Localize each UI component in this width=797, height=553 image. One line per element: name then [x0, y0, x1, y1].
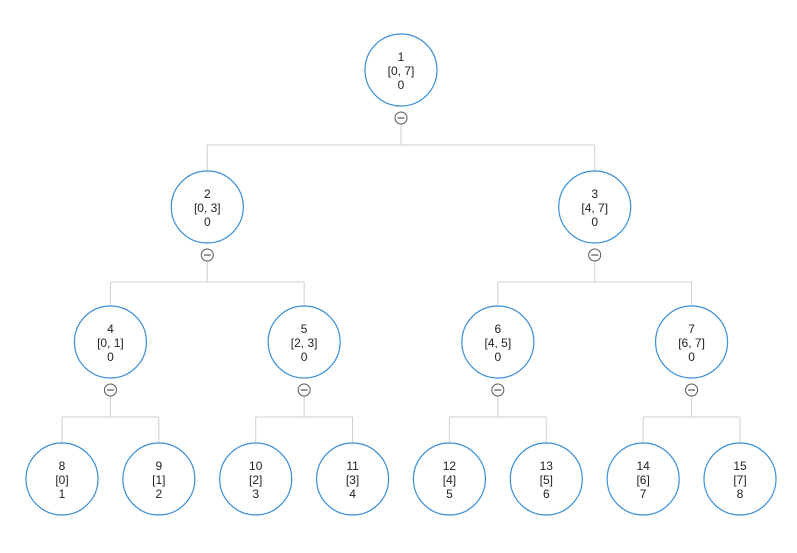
- tree-node-6[interactable]: 6[4, 5]0: [461, 305, 535, 379]
- tree-node-5[interactable]: 5[2, 3]0: [267, 305, 341, 379]
- node-circle: [267, 305, 341, 379]
- node-value-label: 0: [107, 350, 114, 364]
- node-range-label: [7]: [733, 473, 746, 487]
- tree-node-4[interactable]: 4[0, 1]0: [73, 305, 148, 379]
- node-value-label: 0: [591, 215, 598, 229]
- node-id-label: 8: [59, 459, 66, 473]
- collapse-toggle-1[interactable]: [394, 111, 408, 125]
- node-circle: [122, 442, 196, 516]
- node-id-label: 12: [443, 459, 457, 473]
- node-value-label: 0: [398, 78, 405, 92]
- node-range-label: [0, 7]: [388, 64, 415, 78]
- node-id-label: 9: [156, 459, 163, 473]
- node-value-label: 3: [252, 487, 259, 501]
- node-circle: [412, 442, 487, 516]
- node-circle: [703, 442, 777, 516]
- node-circle: [73, 305, 148, 379]
- node-id-label: 13: [540, 459, 554, 473]
- collapse-toggle-6[interactable]: [491, 383, 505, 397]
- collapse-toggle-2[interactable]: [200, 248, 214, 262]
- node-value-label: 6: [543, 487, 550, 501]
- node-range-label: [6]: [636, 473, 649, 487]
- collapse-toggle-7[interactable]: [685, 383, 699, 397]
- node-circle: [219, 442, 293, 516]
- node-range-label: [0, 1]: [97, 336, 124, 350]
- tree-node-13[interactable]: 13[5]6: [509, 442, 583, 516]
- node-value-label: 5: [446, 487, 453, 501]
- node-range-label: [6, 7]: [678, 336, 705, 350]
- node-id-label: 4: [107, 322, 114, 336]
- tree-node-3[interactable]: 3[4, 7]0: [558, 170, 632, 244]
- node-range-label: [4, 5]: [485, 336, 512, 350]
- tree-node-9[interactable]: 9[1]2: [122, 442, 196, 516]
- node-range-label: [1]: [152, 473, 165, 487]
- collapse-toggle-3[interactable]: [588, 248, 602, 262]
- tree-node-15[interactable]: 15[7]8: [703, 442, 777, 516]
- node-id-label: 1: [398, 50, 405, 64]
- node-value-label: 1: [59, 487, 66, 501]
- tree-node-7[interactable]: 7[6, 7]0: [654, 305, 729, 379]
- node-id-label: 11: [346, 459, 359, 473]
- tree-node-2[interactable]: 2[0, 3]0: [170, 170, 244, 244]
- tree-node-12[interactable]: 12[4]5: [412, 442, 487, 516]
- node-circle: [509, 442, 583, 516]
- tree-node-8[interactable]: 8[0]1: [25, 442, 99, 516]
- node-circle: [654, 305, 729, 379]
- node-range-label: [2]: [249, 473, 262, 487]
- node-value-label: 0: [204, 215, 211, 229]
- node-id-label: 15: [733, 459, 747, 473]
- node-id-label: 2: [204, 187, 211, 201]
- node-range-label: [5]: [540, 473, 553, 487]
- node-circle: [558, 170, 632, 244]
- tree-node-11[interactable]: 11[3]4: [315, 442, 390, 516]
- edges-layer: [61, 124, 741, 443]
- tree-node-10[interactable]: 10[2]3: [219, 442, 293, 516]
- node-id-label: 10: [249, 459, 263, 473]
- nodes-layer: 1[0, 7]02[0, 3]04[0, 1]08[0]19[1]25[2, 3…: [25, 33, 777, 516]
- node-id-label: 3: [591, 187, 598, 201]
- tree-node-14[interactable]: 14[6]7: [606, 442, 680, 516]
- node-id-label: 14: [636, 459, 650, 473]
- node-circle: [315, 442, 390, 516]
- node-value-label: 2: [156, 487, 163, 501]
- toggles-layer: [103, 111, 699, 397]
- node-range-label: [3]: [346, 473, 359, 487]
- node-range-label: [4]: [443, 473, 456, 487]
- node-value-label: 7: [640, 487, 647, 501]
- node-id-label: 5: [301, 322, 308, 336]
- collapse-toggle-4[interactable]: [103, 383, 117, 397]
- node-range-label: [0]: [55, 473, 68, 487]
- node-value-label: 0: [688, 350, 695, 364]
- node-circle: [606, 442, 680, 516]
- node-range-label: [2, 3]: [291, 336, 318, 350]
- node-id-label: 7: [688, 322, 695, 336]
- node-value-label: 0: [301, 350, 308, 364]
- node-circle: [170, 170, 244, 244]
- node-value-label: 0: [495, 350, 502, 364]
- node-value-label: 8: [737, 487, 744, 501]
- node-circle: [461, 305, 535, 379]
- node-value-label: 4: [349, 487, 356, 501]
- tree-node-1[interactable]: 1[0, 7]0: [364, 33, 438, 107]
- collapse-toggle-5[interactable]: [297, 383, 311, 397]
- node-circle: [364, 33, 438, 107]
- node-id-label: 6: [495, 322, 502, 336]
- node-range-label: [0, 3]: [194, 201, 221, 215]
- node-range-label: [4, 7]: [581, 201, 608, 215]
- node-circle: [25, 442, 99, 516]
